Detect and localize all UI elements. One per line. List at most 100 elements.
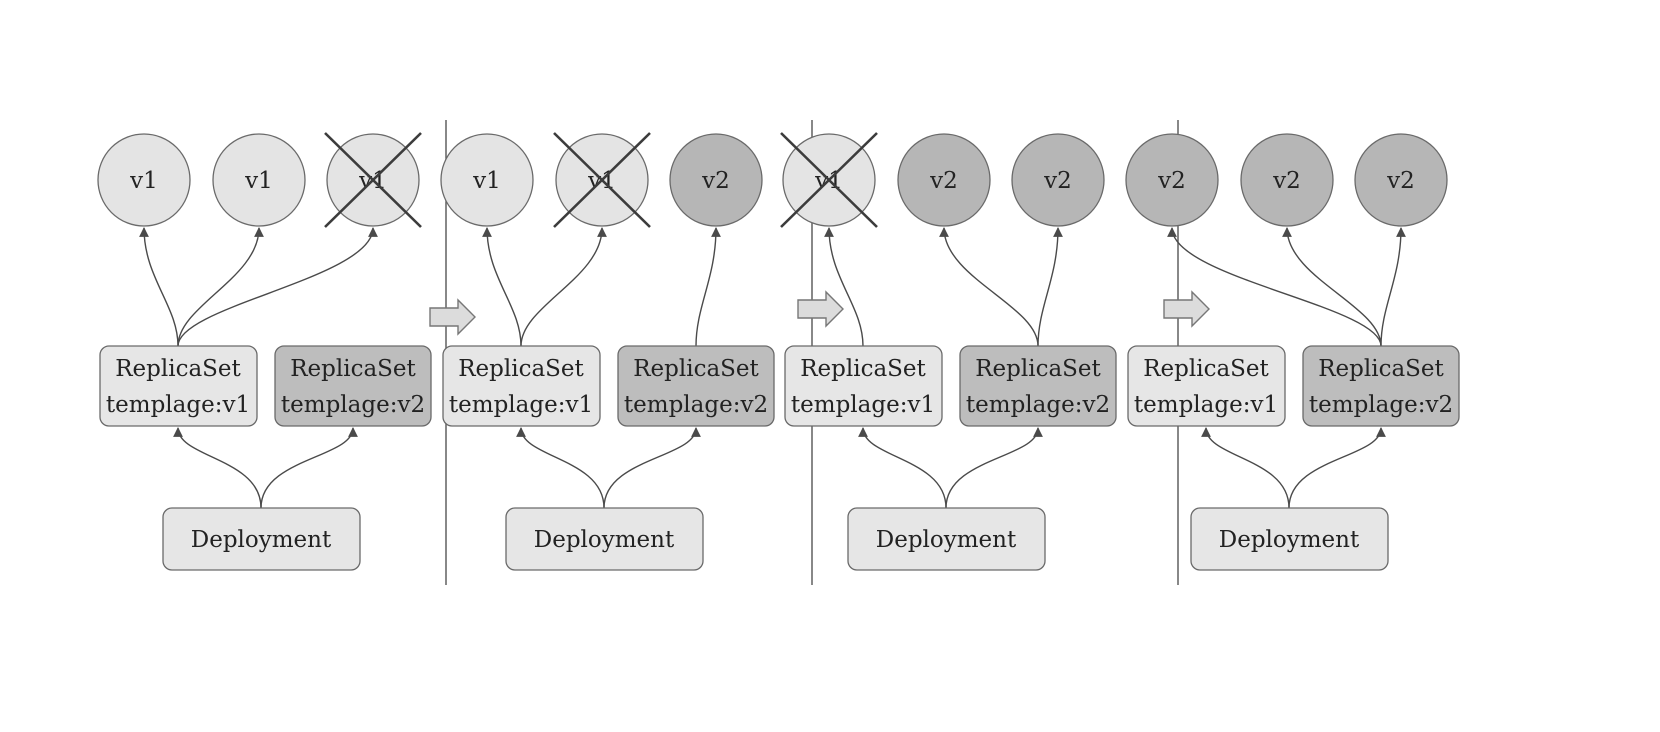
pod-v1: v1 (212, 133, 306, 227)
replicaset-template: templage:v1 (791, 392, 935, 418)
deployment-label: Deployment (534, 527, 675, 553)
replicaset-v1: ReplicaSet templage:v1 (784, 345, 943, 427)
replicaset-box (442, 345, 601, 427)
deployment-to-replicaset-arrow (1288, 427, 1386, 509)
deployment-box (505, 507, 704, 571)
replicaset-box (274, 345, 432, 427)
pod-label: v2 (701, 168, 730, 194)
replicaset-title: ReplicaSet (115, 356, 241, 382)
deployment-label: Deployment (1219, 527, 1360, 553)
step-arrow-2 (797, 290, 844, 328)
deployment: Deployment (1190, 507, 1389, 571)
pod-label: v2 (1157, 168, 1186, 194)
stage-3: v1v2v2ReplicaSettemplage:v1ReplicaSettem… (780, 132, 1117, 571)
deployment-box (1190, 507, 1389, 571)
replicaset-title: ReplicaSet (1318, 356, 1444, 382)
replicaset-to-pod-arrow (939, 227, 1039, 347)
pod-v1: v1 (553, 132, 651, 228)
pod-circle (97, 133, 191, 227)
deployment-to-replicaset-arrow (173, 427, 262, 509)
pod-v1: v1 (97, 133, 191, 227)
replicaset-to-pod-arrow (695, 227, 721, 347)
replicaset-to-pod-arrow (520, 227, 607, 347)
deployment-to-replicaset-arrow (945, 427, 1043, 509)
pod-circle (669, 133, 763, 227)
deployment-box (847, 507, 1046, 571)
replicaset-to-pod-arrow (177, 227, 264, 347)
replicaset-v2: ReplicaSet templage:v2 (617, 345, 775, 427)
step-arrow-1 (429, 298, 476, 336)
deployment: Deployment (162, 507, 361, 571)
replicaset-title: ReplicaSet (975, 356, 1101, 382)
replicaset-title: ReplicaSet (458, 356, 584, 382)
replicaset-title: ReplicaSet (633, 356, 759, 382)
delete-cross-icon (553, 132, 651, 228)
step-arrow-3 (1163, 290, 1210, 328)
replicaset-template: templage:v2 (966, 392, 1110, 418)
pod-v1: v1 (324, 132, 422, 228)
pod-v1: v1 (780, 132, 878, 228)
pod-label: v2 (1386, 168, 1415, 194)
pod-circle (440, 133, 534, 227)
replicaset-title: ReplicaSet (800, 356, 926, 382)
replicaset-v2: ReplicaSet templage:v2 (1302, 345, 1460, 427)
replicaset-v2: ReplicaSet templage:v2 (274, 345, 432, 427)
deployment: Deployment (505, 507, 704, 571)
pod-label: v1 (244, 168, 273, 194)
deployment-to-replicaset-arrow (260, 427, 358, 509)
deployment-label: Deployment (876, 527, 1017, 553)
replicaset-title: ReplicaSet (290, 356, 416, 382)
replicaset-template: templage:v1 (449, 392, 593, 418)
replicaset-box (1127, 345, 1286, 427)
pod-circle (897, 133, 991, 227)
replicaset-v1: ReplicaSet templage:v1 (99, 345, 258, 427)
replicaset-to-pod-arrow (1037, 227, 1063, 347)
pod-label: v2 (1043, 168, 1072, 194)
replicaset-to-pod-arrow (1380, 227, 1406, 347)
replicaset-template: templage:v2 (281, 392, 425, 418)
replicaset-title: ReplicaSet (1143, 356, 1269, 382)
pod-label: v2 (1272, 168, 1301, 194)
deployment-to-replicaset-arrow (1201, 427, 1290, 509)
deployment-label: Deployment (191, 527, 332, 553)
pod-circle (1011, 133, 1105, 227)
pod-v2: v2 (1125, 133, 1219, 227)
pod-v2: v2 (1354, 133, 1448, 227)
replicaset-box (784, 345, 943, 427)
pod-v2: v2 (669, 133, 763, 227)
replicaset-template: templage:v2 (624, 392, 768, 418)
replicaset-v1: ReplicaSet templage:v1 (442, 345, 601, 427)
replicaset-to-pod-arrow (139, 227, 179, 347)
deployment-to-replicaset-arrow (516, 427, 605, 509)
replicaset-v2: ReplicaSet templage:v2 (959, 345, 1117, 427)
pod-v2: v2 (1011, 133, 1105, 227)
pod-circle (1354, 133, 1448, 227)
replicaset-box (959, 345, 1117, 427)
pod-circle (1240, 133, 1334, 227)
pod-circle (1125, 133, 1219, 227)
replicaset-to-pod-arrow (1282, 227, 1382, 347)
replicaset-template: templage:v1 (106, 392, 250, 418)
deployment-to-replicaset-arrow (858, 427, 947, 509)
deployment-to-replicaset-arrow (603, 427, 701, 509)
deployment-box (162, 507, 361, 571)
replicaset-template: templage:v2 (1309, 392, 1453, 418)
replicaset-box (1302, 345, 1460, 427)
step-arrows (429, 290, 1210, 336)
delete-cross-icon (780, 132, 878, 228)
pod-label: v1 (472, 168, 501, 194)
pod-circle (212, 133, 306, 227)
deployment: Deployment (847, 507, 1046, 571)
replicaset-to-pod-arrow (177, 227, 378, 347)
pod-v2: v2 (897, 133, 991, 227)
replicaset-box (99, 345, 258, 427)
pod-v2: v2 (1240, 133, 1334, 227)
delete-cross-icon (324, 132, 422, 228)
replicaset-to-pod-arrow (1167, 227, 1382, 347)
